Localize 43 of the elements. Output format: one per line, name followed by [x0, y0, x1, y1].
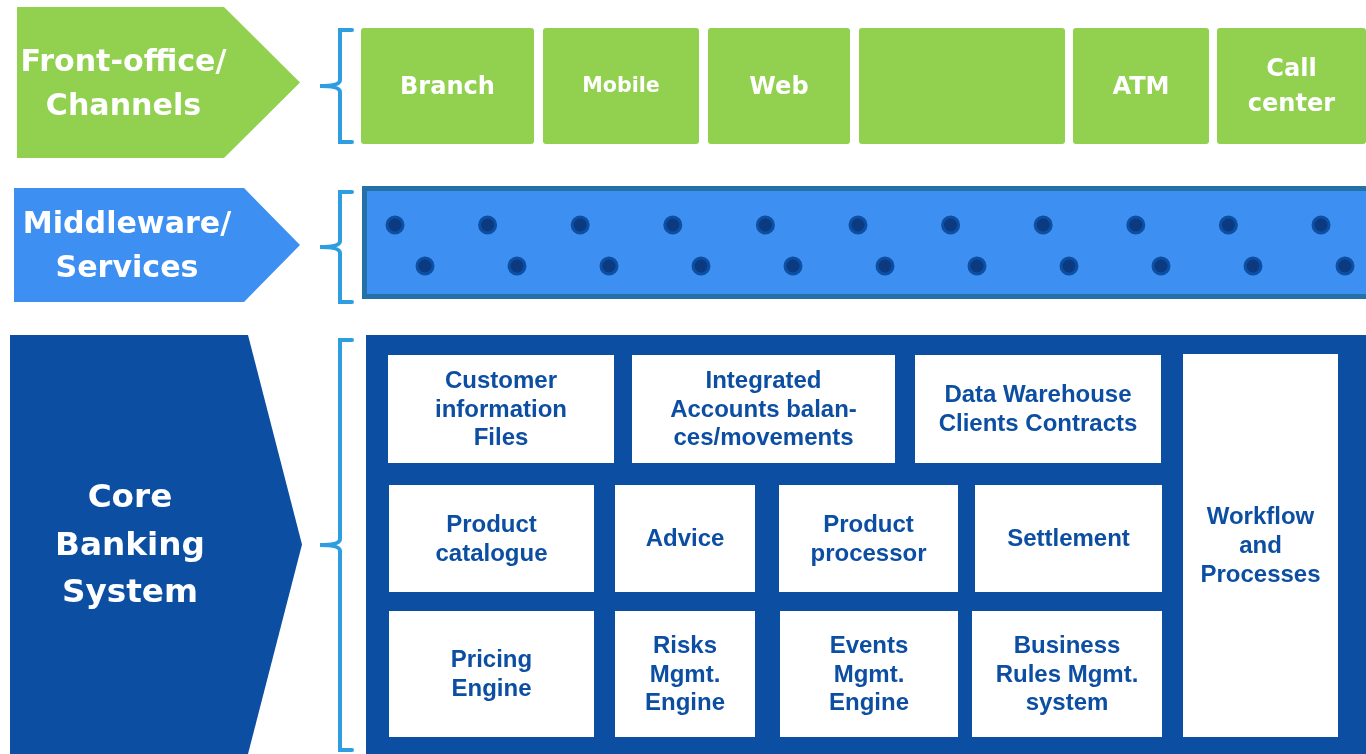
module-box — [615, 485, 755, 592]
channel-box — [543, 28, 699, 144]
module-box — [632, 355, 895, 463]
module-box — [389, 485, 594, 592]
channel-box — [1073, 28, 1209, 144]
module-label: Integrated Accounts balan- ces/movements — [669, 365, 858, 453]
module-box — [975, 485, 1162, 592]
layer-banner — [10, 335, 302, 754]
channel-label: Web — [749, 70, 809, 102]
module-label: Business Rules Mgmt. system — [994, 630, 1140, 718]
module-label: Customer information Files — [434, 365, 568, 453]
module-label: Settlement — [1007, 524, 1130, 553]
core-system-panel — [366, 335, 1366, 754]
module-box — [389, 611, 594, 737]
layer-label: Middleware/ Services — [21, 204, 233, 286]
module-box — [388, 355, 614, 463]
module-box — [615, 611, 755, 737]
module-label: Workflow and Processes — [1199, 502, 1322, 589]
module-box — [779, 485, 958, 592]
module-label: Risks Mgmt. Engine — [644, 630, 726, 718]
module-label: Product catalogue — [434, 509, 549, 568]
channel-box — [1217, 28, 1366, 144]
channel-box — [361, 28, 534, 144]
channel-box — [708, 28, 850, 144]
module-box — [972, 611, 1162, 737]
module-label: Pricing Engine — [449, 645, 534, 703]
module-box — [780, 611, 958, 737]
channel-label: ATM — [1112, 70, 1170, 102]
channel-label: Mobile — [582, 72, 660, 100]
module-label: Product processor — [809, 509, 928, 568]
layer-banner — [17, 7, 300, 158]
module-box — [1183, 354, 1338, 737]
layer-banner — [14, 188, 300, 302]
module-box — [915, 355, 1161, 463]
module-label: Advice — [645, 524, 725, 553]
module-label: Events Mgmt. Engine — [828, 630, 910, 718]
channel-label: Call center — [1246, 53, 1337, 119]
channel-box — [859, 28, 1065, 144]
layer-label: Core Banking System — [54, 476, 206, 613]
layer-label: Front-office/ Channels — [19, 41, 228, 124]
module-label: Data Warehouse Clients Contracts — [937, 380, 1139, 438]
channel-label: Branch — [400, 70, 495, 102]
middleware-bar — [362, 186, 1366, 299]
